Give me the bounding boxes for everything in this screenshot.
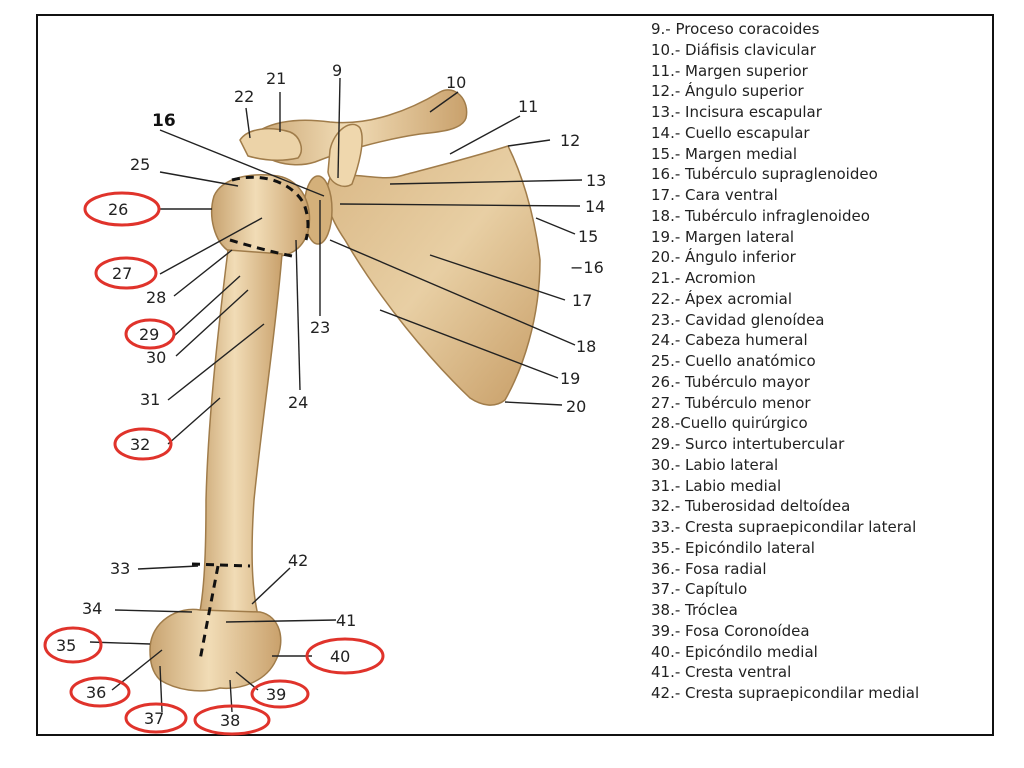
legend-item: 30.- Labio lateral bbox=[651, 455, 779, 474]
humerus-shaft-shape bbox=[195, 249, 283, 631]
legend-item: 9.- Proceso coracoides bbox=[651, 20, 820, 38]
marker-15: 15 bbox=[578, 227, 598, 246]
acromion-shape bbox=[239, 127, 302, 161]
scapula-shape bbox=[326, 145, 541, 406]
marker-31: 31 bbox=[140, 390, 160, 409]
marker-38: 38 bbox=[220, 711, 240, 730]
legend-item: 17.- Cara ventral bbox=[651, 186, 778, 204]
legend-item: 13.- Incisura escapular bbox=[651, 103, 822, 121]
marker-40: 40 bbox=[330, 647, 350, 666]
ventral-crest-dashes bbox=[198, 565, 220, 661]
legend-item: 35.- Epicóndilo lateral bbox=[651, 538, 815, 557]
marker-19: 19 bbox=[560, 369, 580, 388]
legend-item: 32.- Tuberosidad deltoídea bbox=[651, 497, 851, 516]
legend-item: 37.- Capítulo bbox=[651, 580, 748, 599]
marker-13: 13 bbox=[586, 171, 606, 190]
legend-item: 28.-Cuello quirúrgico bbox=[651, 414, 808, 433]
leader-lines bbox=[89, 77, 583, 713]
marker-26: 26 bbox=[108, 200, 128, 219]
marker-35: 35 bbox=[56, 636, 76, 655]
supracondylar-dashes bbox=[191, 562, 251, 568]
marker-29: 29 bbox=[139, 325, 159, 344]
legend-item: 40.- Epicóndilo medial bbox=[651, 642, 818, 661]
legend-item: 31.- Labio medial bbox=[651, 476, 782, 495]
legend-list: 9.- Proceso coracoides 10.- Diáfisis clav… bbox=[651, 19, 996, 704]
humeral-head-shape bbox=[211, 174, 311, 258]
marker-39: 39 bbox=[266, 685, 286, 704]
surgical-neck-dashes bbox=[229, 238, 293, 258]
marker-32: 32 bbox=[130, 435, 150, 454]
legend-item: 12.- Ángulo superior bbox=[651, 82, 804, 101]
marker-42: 42 bbox=[288, 551, 308, 570]
marker-18: 18 bbox=[576, 337, 596, 356]
legend-item: 14.- Cuello escapular bbox=[651, 123, 810, 142]
marker-33: 33 bbox=[110, 559, 130, 578]
legend-item: 10.- Diáfisis clavicular bbox=[651, 40, 816, 59]
marker-37: 37 bbox=[144, 709, 164, 728]
marker-22: 22 bbox=[234, 87, 254, 106]
marker-16: 16 bbox=[152, 111, 176, 131]
marker-11: 11 bbox=[518, 97, 538, 116]
marker-34: 34 bbox=[82, 599, 102, 618]
legend-item: 41.- Cresta ventral bbox=[651, 663, 792, 682]
legend-item: 33.- Cresta supraepicondilar lateral bbox=[651, 518, 917, 536]
marker-36: 36 bbox=[86, 683, 106, 702]
marker-30: 30 bbox=[146, 348, 166, 367]
legend-item: 38.- Tróclea bbox=[651, 601, 738, 619]
legend-item: 19.- Margen lateral bbox=[651, 227, 795, 246]
legend-item: 24.- Cabeza humeral bbox=[651, 331, 808, 350]
legend-item: 26.- Tubérculo mayor bbox=[651, 372, 810, 391]
marker-28: 28 bbox=[146, 288, 166, 307]
legend-item: 36.- Fosa radial bbox=[651, 559, 767, 578]
marker-27: 27 bbox=[112, 264, 132, 283]
legend-item: 25.- Cuello anatómico bbox=[651, 352, 816, 370]
marker-25: 25 bbox=[130, 155, 150, 174]
marker-24: 24 bbox=[288, 393, 308, 412]
legend-item: 23.- Cavidad glenoídea bbox=[651, 310, 825, 329]
highlight-circles bbox=[43, 191, 385, 736]
legend-item: 18.- Tubérculo infraglenoideo bbox=[651, 206, 870, 225]
marker-41: 41 bbox=[336, 611, 356, 630]
marker-16-scapula: −16 bbox=[570, 258, 604, 277]
legend-item: 15.- Margen medial bbox=[651, 144, 797, 163]
marker-23: 23 bbox=[310, 318, 330, 337]
legend-item: 42.- Cresta supraepicondilar medial bbox=[651, 684, 920, 702]
marker-9: 9 bbox=[332, 61, 342, 80]
marker-20: 20 bbox=[566, 397, 586, 416]
marker-14: 14 bbox=[585, 197, 605, 216]
legend-item: 11.- Margen superior bbox=[651, 61, 808, 80]
legend-item: 21.- Acromion bbox=[651, 269, 756, 287]
marker-21: 21 bbox=[266, 69, 286, 88]
legend-item: 39.- Fosa Coronoídea bbox=[651, 621, 810, 640]
legend-item: 29.- Surco intertubercular bbox=[651, 435, 845, 453]
legend-item: 27.- Tubérculo menor bbox=[651, 393, 811, 412]
legend-item: 16.- Tubérculo supraglenoideo bbox=[651, 165, 878, 184]
marker-10: 10 bbox=[446, 73, 466, 92]
legend-item: 20.- Ángulo inferior bbox=[651, 248, 796, 267]
coracoid-shape bbox=[327, 123, 363, 188]
marker-17: 17 bbox=[572, 291, 592, 310]
legend-item: 22.- Ápex acromial bbox=[651, 289, 793, 308]
marker-12: 12 bbox=[560, 131, 580, 150]
